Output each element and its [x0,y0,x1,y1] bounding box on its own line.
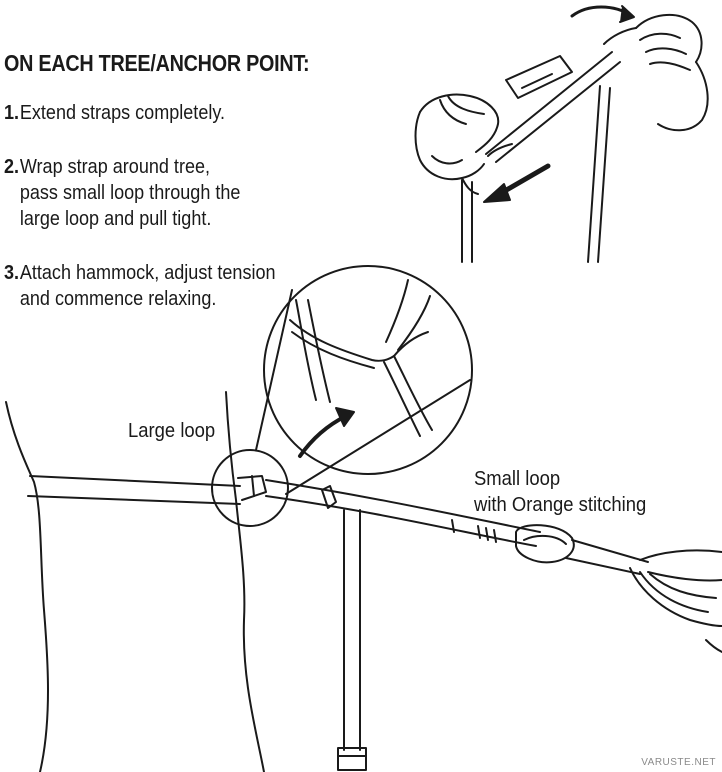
step-1: 1.Extend straps completely. [4,100,225,126]
step-text: Attach hammock, adjust tension [19,261,276,284]
step-text: large loop and pull tight. [19,207,212,230]
step-text: Extend straps completely. [19,101,226,124]
step-3: 3.Attach hammock, adjust tension and com… [4,260,276,312]
hand-holding-strap-drawing [629,549,722,653]
step-2: 2.Wrap strap around tree, pass small loo… [4,154,240,232]
step-number: 1. [4,101,20,124]
small-loop-label-line2: with Orange stitching [474,493,647,516]
step-text: and commence relaxing. [19,287,217,310]
detail-magnifier-drawing [211,265,473,527]
step-text: pass small loop through the [19,181,241,204]
step-number: 3. [4,261,20,284]
step-text: Wrap strap around tree, [19,155,211,178]
tree-trunk-drawing [5,391,265,772]
large-loop-label: Large loop [128,419,216,442]
page-title: ON EACH TREE/ANCHOR POINT: [4,50,310,76]
strap-around-tree-drawing [27,475,649,771]
watermark: VARUSTE.NET [641,757,716,768]
small-loop-label-line1: Small loop [474,467,561,490]
hands-pulling-strap-drawing [414,5,709,263]
step-number: 2. [4,155,20,178]
small-loop-label: Small loop with Orange stitching [474,466,646,518]
